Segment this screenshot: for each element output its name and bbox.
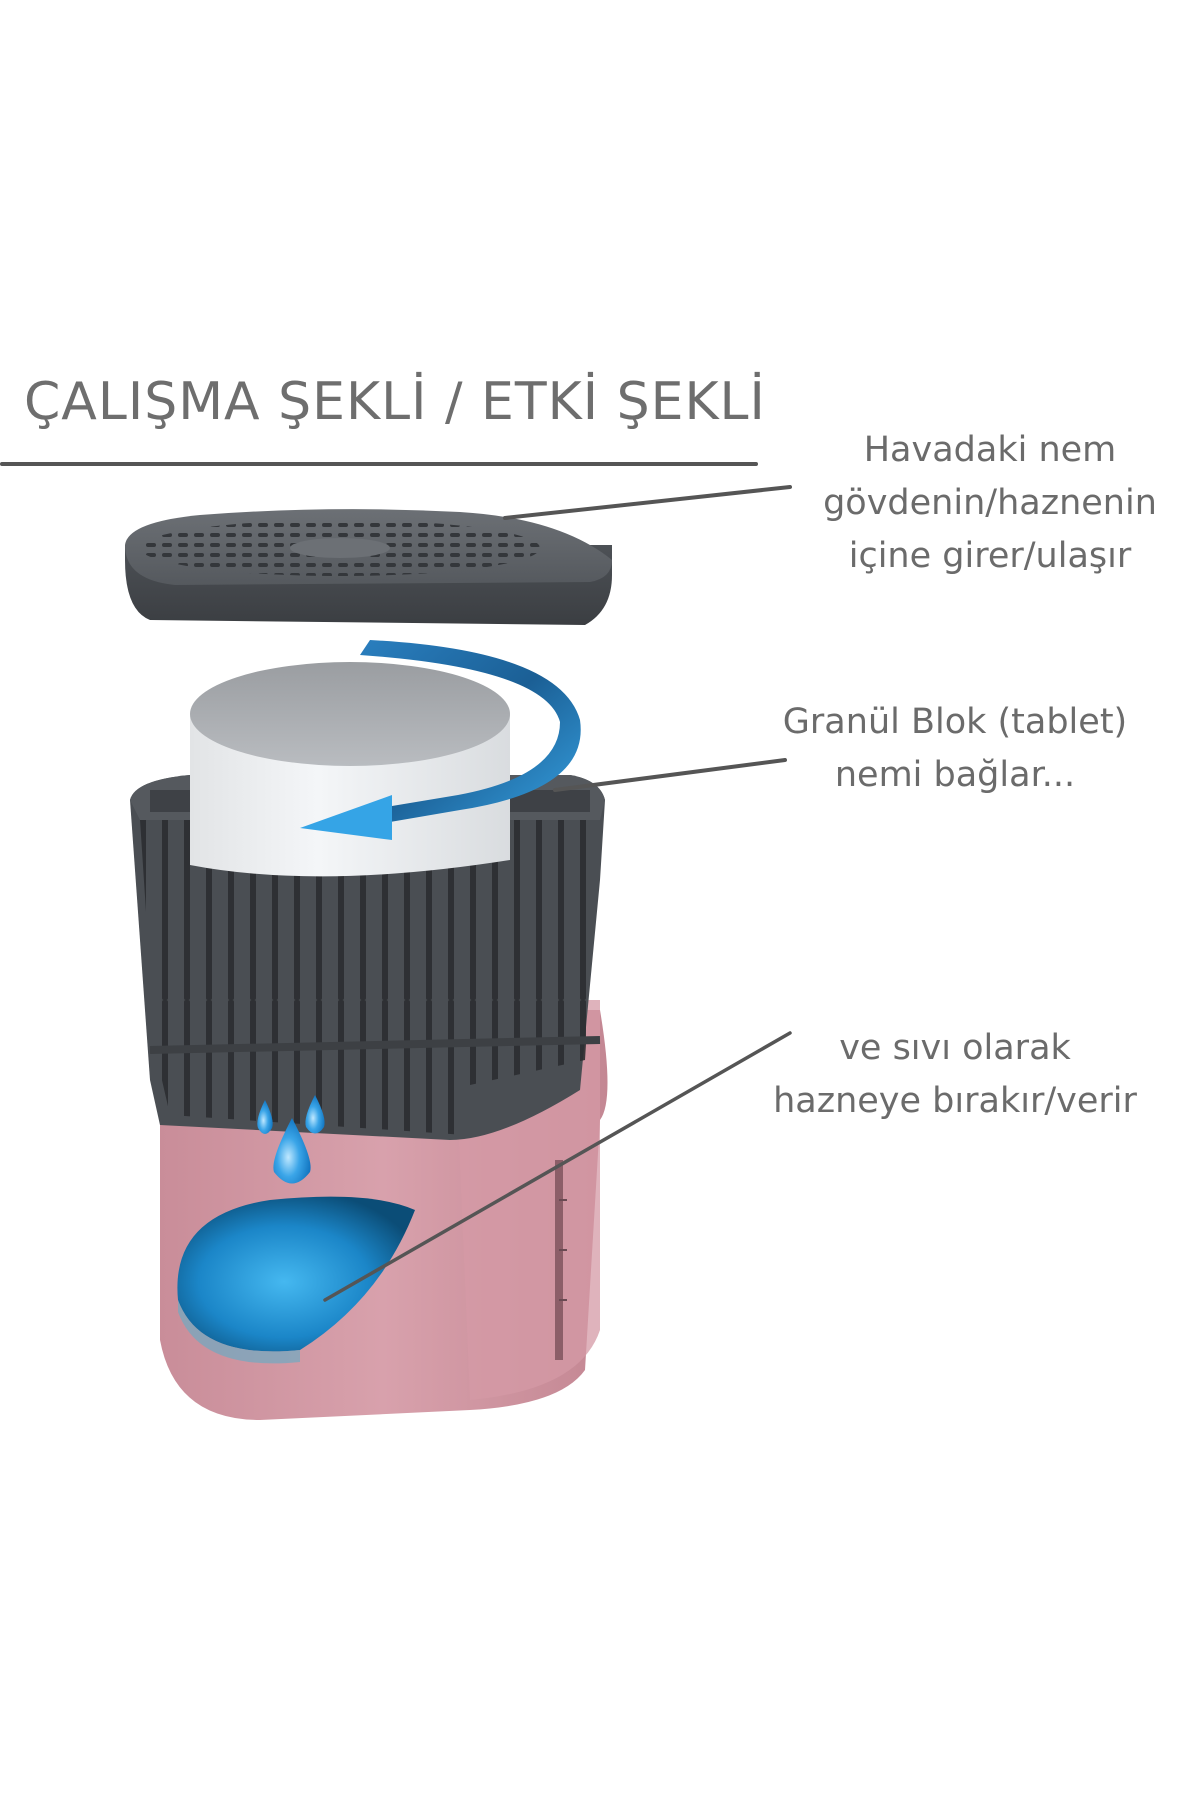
callout-lid: Havadaki nem gövdenin/haznenin içine gir… xyxy=(790,424,1190,583)
callout-reservoir: ve sıvı olarak hazneye bırakır/verir xyxy=(735,1022,1175,1128)
callout-reservoir-line-2: hazneye bırakır/verir xyxy=(773,1081,1137,1121)
callout-tablet-line-2: nemi bağlar... xyxy=(834,755,1076,795)
callout-tablet-line-1: Granül Blok (tablet) xyxy=(782,702,1128,742)
diagram-title: ÇALIŞMA ŞEKLİ / ETKİ ŞEKLİ xyxy=(24,372,766,432)
callout-lid-line-1: Havadaki nem xyxy=(863,430,1117,470)
callout-lid-line-2: gövdenin/haznenin xyxy=(823,483,1157,523)
callout-lid-line-3: içine girer/ulaşır xyxy=(848,536,1132,576)
leader-line-tablet xyxy=(553,758,787,792)
white-cylinder-icon xyxy=(190,662,510,877)
leader-line-reservoir xyxy=(323,1031,792,1302)
water-pool-icon xyxy=(177,1196,415,1352)
water-drop-icon xyxy=(257,1095,325,1184)
perforated-lid-icon xyxy=(125,509,612,625)
callout-tablet: Granül Blok (tablet) nemi bağlar... xyxy=(755,696,1155,802)
spiral-arrow-icon xyxy=(300,640,581,840)
title-underline xyxy=(0,462,758,466)
callout-reservoir-line-1: ve sıvı olarak xyxy=(839,1028,1071,1068)
leader-line-lid xyxy=(503,485,792,520)
